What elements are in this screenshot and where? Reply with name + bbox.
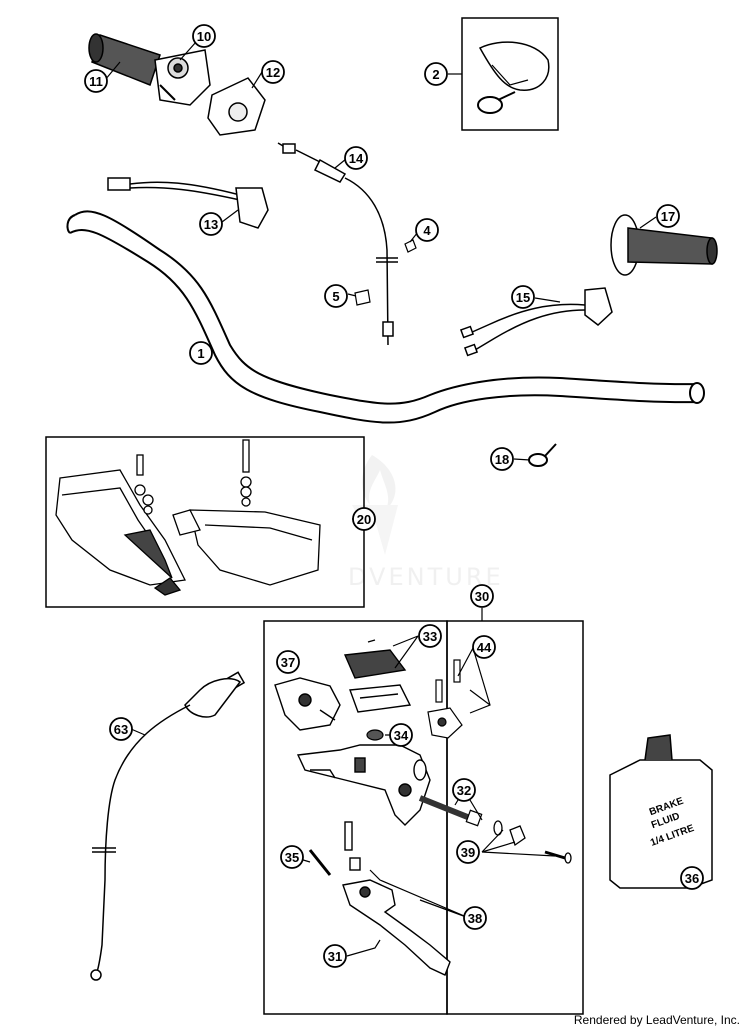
callout-20[interactable]: 20 — [352, 507, 376, 531]
lever-assembly-part[interactable] — [308, 821, 451, 976]
svg-text:4: 4 — [423, 223, 431, 238]
svg-text:36: 36 — [685, 871, 699, 886]
throttle-cover-part[interactable] — [207, 77, 266, 136]
seal-part[interactable] — [493, 820, 572, 864]
handlebar-part[interactable] — [66, 210, 705, 424]
svg-text:17: 17 — [661, 209, 675, 224]
svg-text:44: 44 — [477, 640, 492, 655]
svg-text:33: 33 — [423, 629, 437, 644]
svg-text:39: 39 — [461, 845, 475, 860]
svg-text:5: 5 — [332, 289, 339, 304]
bushing-part[interactable] — [366, 729, 384, 741]
svg-text:10: 10 — [197, 29, 211, 44]
svg-text:1: 1 — [197, 346, 204, 361]
brake-fluid-part[interactable]: BRAKE FLUID 1/4 LITRE — [609, 734, 713, 889]
svg-text:35: 35 — [285, 850, 299, 865]
left-switch-part[interactable] — [459, 287, 613, 357]
callout-15[interactable]: 15 — [511, 285, 535, 309]
callout-33[interactable]: 33 — [418, 624, 442, 648]
reservoir-cap-part[interactable] — [343, 639, 412, 713]
callout-1[interactable]: 1 — [189, 341, 213, 365]
svg-text:30: 30 — [475, 589, 489, 604]
callout-14[interactable]: 14 — [344, 146, 368, 170]
cable-tie-part[interactable] — [528, 443, 557, 467]
callout-35[interactable]: 35 — [280, 845, 304, 869]
callout-38[interactable]: 38 — [463, 906, 487, 930]
svg-text:37: 37 — [281, 655, 295, 670]
svg-text:14: 14 — [349, 151, 364, 166]
callout-36[interactable]: 36 — [680, 866, 704, 890]
svg-text:13: 13 — [204, 217, 218, 232]
switch-part[interactable] — [107, 177, 269, 229]
leader-lines — [104, 41, 657, 957]
callout-63[interactable]: 63 — [109, 717, 133, 741]
throttle-grip-part[interactable] — [88, 33, 211, 106]
callout-18[interactable]: 18 — [490, 447, 514, 471]
svg-text:2: 2 — [432, 67, 439, 82]
callout-39[interactable]: 39 — [456, 840, 480, 864]
svg-text:18: 18 — [495, 452, 509, 467]
svg-text:20: 20 — [357, 512, 371, 527]
clamp-part[interactable] — [274, 677, 341, 731]
svg-text:32: 32 — [457, 783, 471, 798]
handguard-left-part[interactable] — [55, 454, 186, 596]
callout-44[interactable]: 44 — [472, 635, 496, 659]
svg-text:12: 12 — [266, 65, 280, 80]
callout-32[interactable]: 32 — [452, 778, 476, 802]
svg-text:63: 63 — [114, 722, 128, 737]
callout-34[interactable]: 34 — [389, 723, 413, 747]
fluid-line-part[interactable] — [90, 671, 246, 981]
clip-part[interactable] — [354, 289, 371, 306]
callout-10[interactable]: 10 — [192, 24, 216, 48]
master-cylinder-body-part[interactable] — [296, 744, 431, 826]
clamp-bolts-part[interactable] — [427, 659, 463, 739]
left-grip-part[interactable] — [610, 214, 718, 276]
callout-4[interactable]: 4 — [415, 218, 439, 242]
callout-30[interactable]: 30 — [470, 584, 494, 608]
callout-5[interactable]: 5 — [324, 284, 348, 308]
svg-text:31: 31 — [328, 949, 342, 964]
svg-text:11: 11 — [89, 74, 103, 89]
handguard-box — [45, 436, 365, 608]
piston-spring-part[interactable] — [418, 795, 483, 827]
handguard-right-part[interactable] — [172, 439, 321, 586]
callout-17[interactable]: 17 — [656, 204, 680, 228]
callout-37[interactable]: 37 — [276, 650, 300, 674]
render-credit: Rendered by LeadVenture, Inc. — [573, 1013, 740, 1027]
master-cylinder-box — [263, 620, 584, 1015]
svg-text:15: 15 — [516, 290, 530, 305]
callout-2[interactable]: 2 — [424, 62, 448, 86]
cover-part-box — [461, 17, 559, 131]
svg-text:38: 38 — [468, 911, 482, 926]
throttle-cable-part[interactable] — [277, 142, 398, 346]
callout-11[interactable]: 11 — [84, 69, 108, 93]
callout-13[interactable]: 13 — [199, 212, 223, 236]
svg-text:34: 34 — [394, 728, 409, 743]
callouts: 10 11 12 2 14 13 4 5 17 15 1 18 20 30 33… — [84, 24, 704, 968]
callout-31[interactable]: 31 — [323, 944, 347, 968]
callout-12[interactable]: 12 — [261, 60, 285, 84]
